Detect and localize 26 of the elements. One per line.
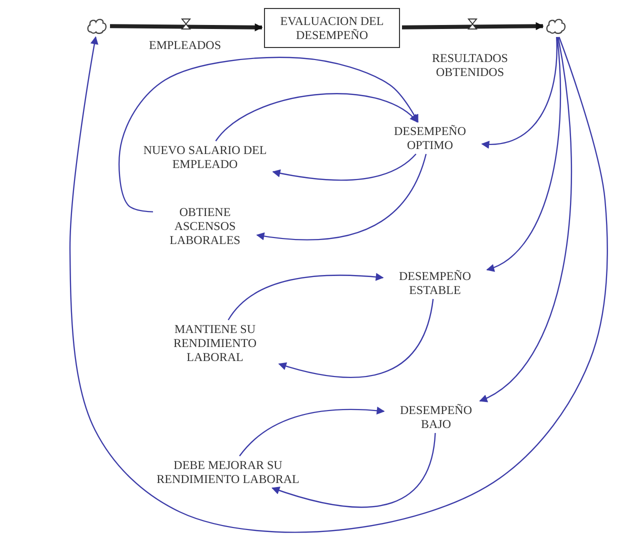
arrow	[118, 56, 418, 212]
arrow	[272, 432, 436, 508]
arrow	[486, 36, 562, 271]
edge-label: RESULTADOS OBTENIDOS	[431, 51, 509, 79]
arrow	[228, 273, 384, 320]
flow-pipe	[110, 23, 263, 32]
variable-label: DESEMPEÑO OPTIMO	[380, 124, 480, 152]
variable-label: DESEMPEÑO BAJO	[386, 403, 486, 431]
flow-pipe	[402, 22, 544, 30]
variable-label: DEBE MEJORAR SU RENDIMIENTO LABORAL	[150, 458, 306, 486]
stock-box: EVALUACION DEL DESEMPEÑO	[264, 8, 400, 48]
variable-label: MANTIENE SU RENDIMIENTO LABORAL	[153, 322, 277, 364]
variable-label: NUEVO SALARIO DEL EMPLEADO	[139, 143, 271, 171]
cloud-source	[545, 17, 567, 35]
arrow	[278, 298, 434, 378]
cloud-source	[86, 17, 108, 35]
arrow	[215, 93, 418, 142]
arrow	[256, 154, 427, 240]
edge-label: EMPLEADOS	[148, 38, 221, 52]
arrow	[239, 406, 385, 456]
variable-label: DESEMPEÑO ESTABLE	[385, 269, 485, 297]
arrow	[481, 37, 558, 148]
arrow	[272, 154, 416, 181]
arrow	[69, 36, 608, 533]
arrow	[479, 36, 572, 402]
variable-label: OBTIENE ASCENSOS LABORALES	[155, 205, 255, 247]
